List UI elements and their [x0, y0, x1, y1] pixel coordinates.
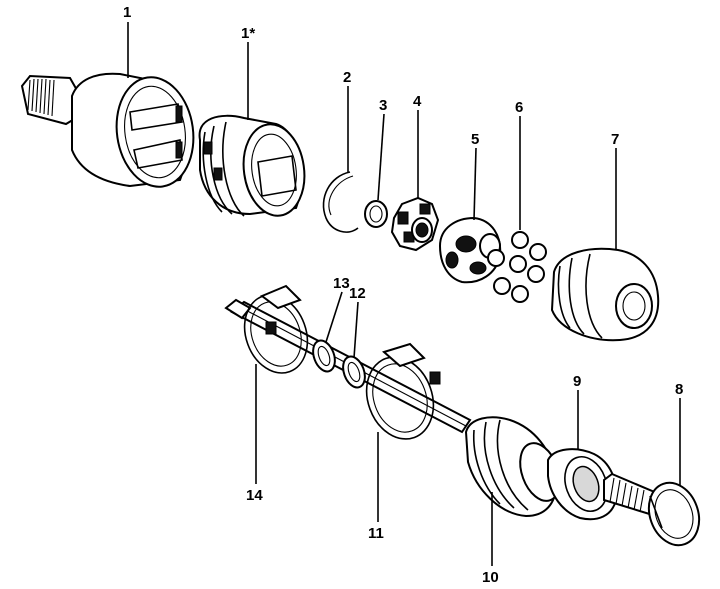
part-1-outer-joint-housing [20, 72, 195, 188]
callout-1s: 1* [241, 25, 255, 42]
callout-13: 13 [333, 275, 350, 292]
callout-7: 7 [611, 131, 619, 148]
callout-12: 12 [349, 285, 366, 302]
part-11-clamp [365, 342, 441, 440]
leader-lines [127, 22, 681, 566]
callout-3: 3 [379, 97, 387, 114]
callout-6: 6 [515, 99, 523, 116]
callout-9: 9 [573, 373, 581, 390]
callout-11: 11 [368, 525, 384, 542]
callout-1: 1 [123, 4, 131, 21]
part-6-balls [493, 231, 547, 303]
part-2-circlip [322, 171, 359, 233]
callout-5: 5 [471, 131, 479, 148]
callout-10: 10 [482, 569, 499, 586]
callout-8: 8 [675, 381, 683, 398]
part-4-inner-race [390, 196, 440, 252]
part-5-ball-cage [438, 216, 505, 284]
part-14-clamp [243, 284, 309, 374]
part-7-boot [550, 247, 660, 342]
callout-labels: 1 1* 2 3 4 5 6 7 8 9 10 11 12 13 14 [123, 4, 683, 586]
part-1s-housing-variant [198, 114, 306, 217]
part-12-ring [342, 355, 366, 389]
callout-14: 14 [246, 487, 263, 504]
part-3-ring [364, 200, 388, 228]
callout-4: 4 [413, 93, 422, 110]
part-8-seal-cap [647, 481, 701, 547]
part-13-ring [312, 339, 336, 373]
callout-2: 2 [343, 69, 351, 86]
